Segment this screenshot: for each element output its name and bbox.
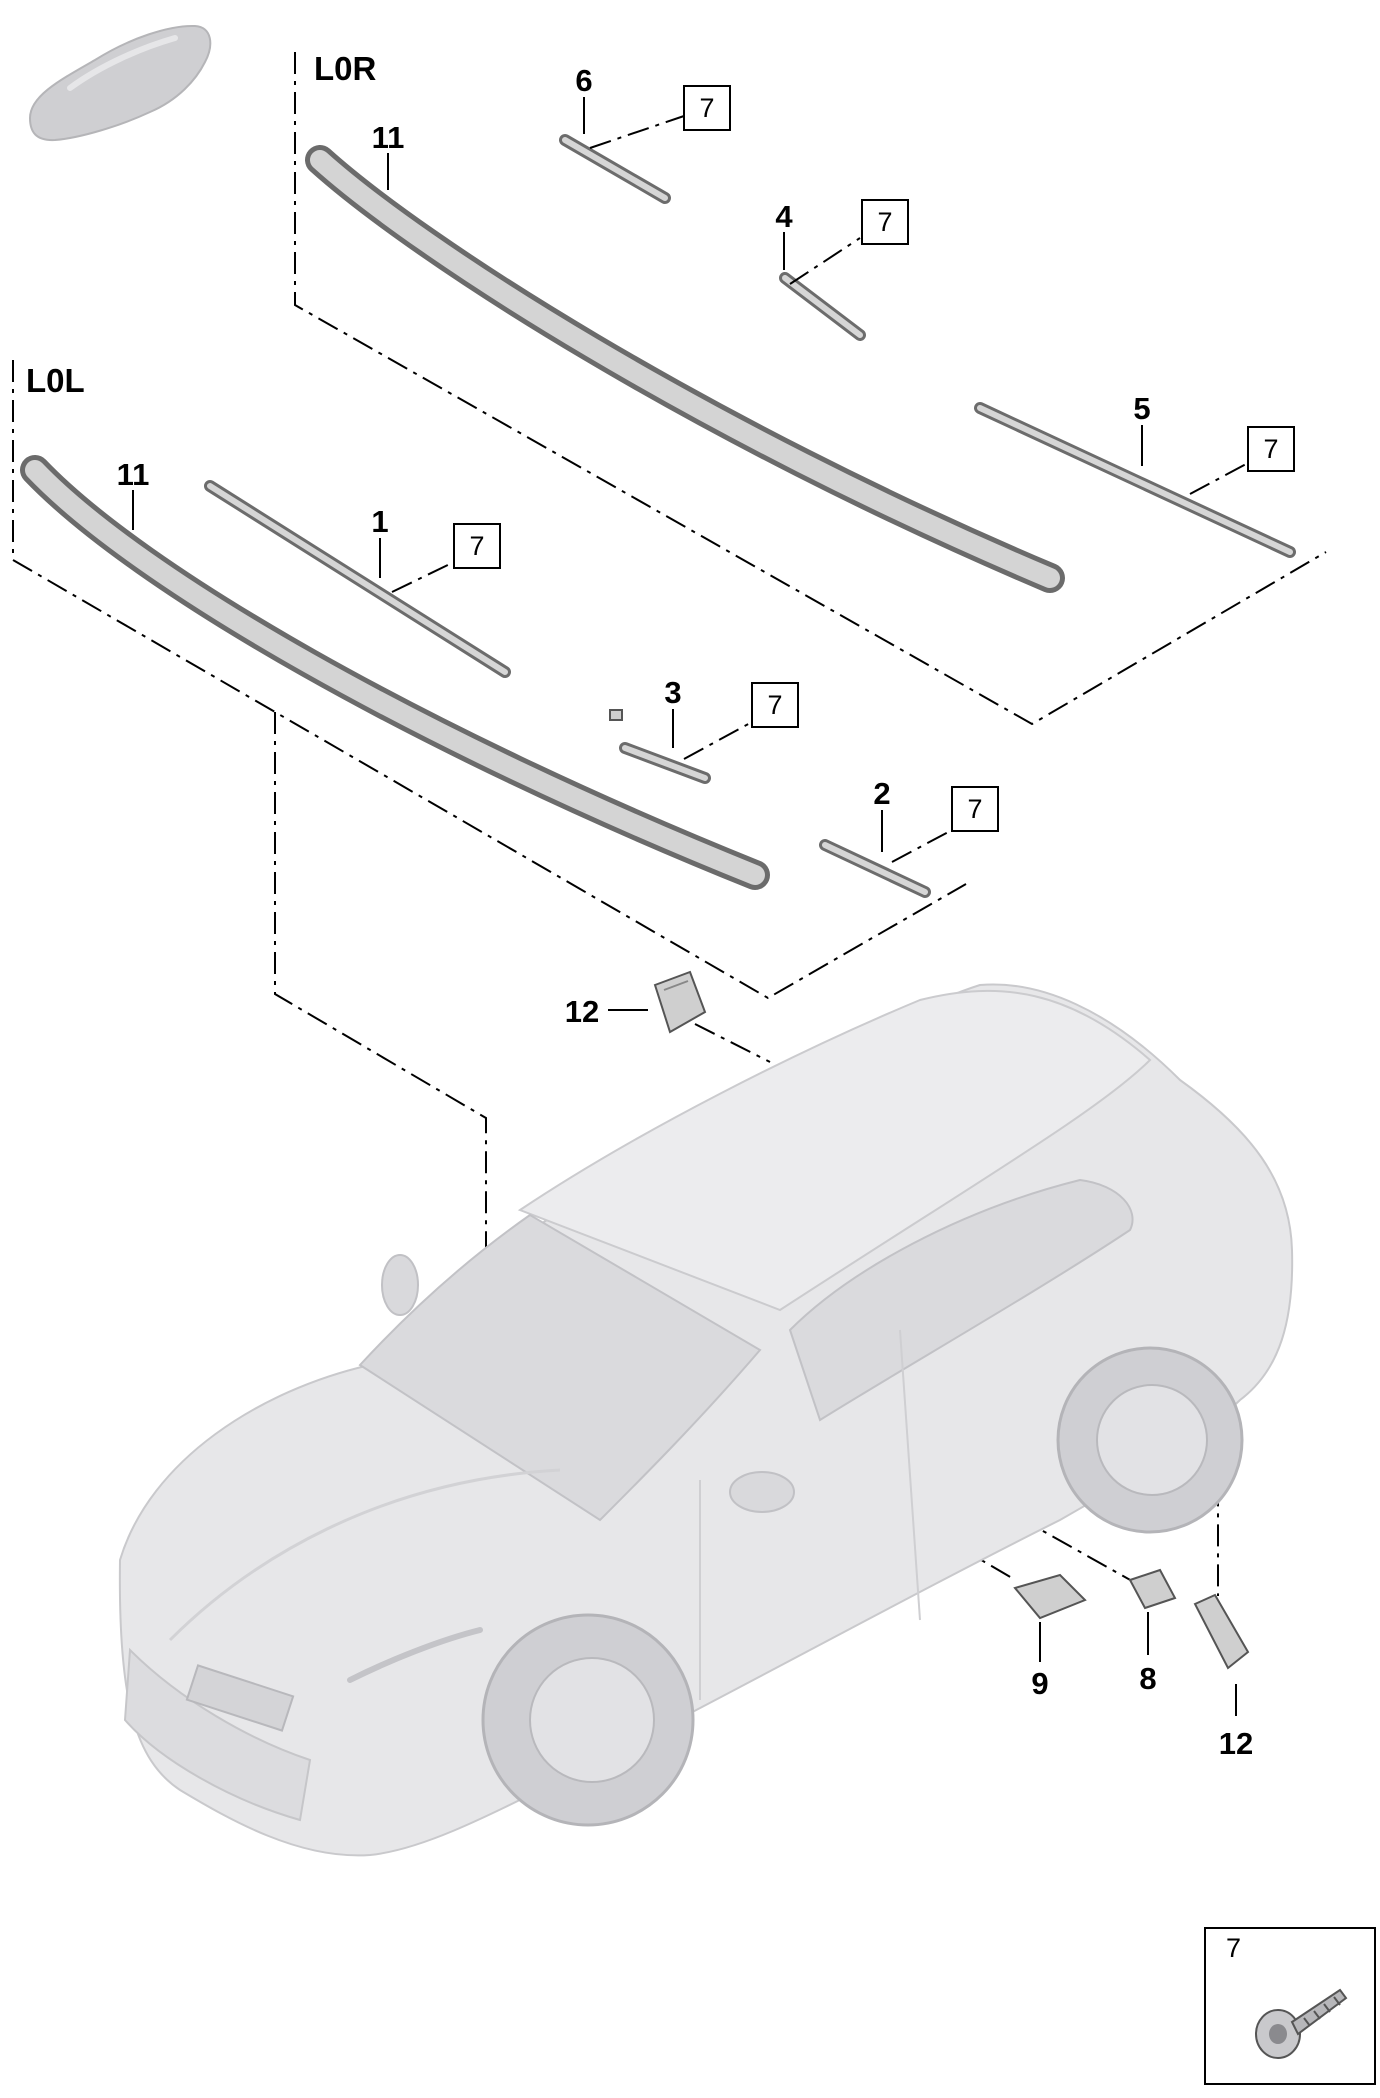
callout-12-top: 12: [565, 994, 599, 1029]
legend-box: 7: [1204, 1927, 1376, 2085]
part-12-bottom: [1193, 1593, 1250, 1670]
svg-text:7: 7: [877, 207, 892, 237]
callout-4: 4: [775, 199, 793, 234]
legend-number: 7: [1226, 1933, 1241, 1963]
ref-box-4: 7: [861, 199, 909, 245]
callout-12-bottom: 12: [1219, 1726, 1253, 1761]
group-label-right: L0R: [314, 50, 377, 87]
part-12-top: [653, 970, 707, 1034]
svg-text:7: 7: [767, 690, 782, 720]
group-label-left: L0L: [26, 362, 85, 399]
svg-text:7: 7: [1263, 434, 1278, 464]
callout-2: 2: [873, 776, 890, 811]
leader-lines: [132, 97, 1249, 1716]
part-9: [1013, 1573, 1087, 1620]
ref-box-3: 7: [751, 682, 799, 728]
callout-11-right: 11: [372, 120, 405, 155]
svg-text:7: 7: [469, 531, 484, 561]
bracket-4: [779, 272, 866, 341]
bracket-3: [609, 709, 711, 784]
bracket-1: [204, 480, 511, 678]
trim-strip-right: [305, 145, 1065, 593]
bracket-6: [559, 134, 671, 204]
callout-11-left: 11: [117, 457, 150, 492]
bracket-2: [819, 839, 931, 898]
ref-box-5: 7: [1247, 426, 1295, 472]
trim-strip-left: [20, 455, 770, 890]
callout-3: 3: [664, 675, 681, 710]
svg-text:7: 7: [967, 794, 982, 824]
ref-box-6: 7: [683, 85, 731, 131]
vehicle-illustration: [118, 983, 1294, 1857]
bracket-5: [974, 402, 1296, 558]
car-thumbnail-icon: [28, 24, 212, 142]
ref-box-1: 7: [453, 523, 501, 569]
callout-1: 1: [371, 504, 388, 539]
callout-5: 5: [1133, 391, 1150, 426]
callout-6: 6: [575, 63, 592, 98]
svg-text:7: 7: [699, 93, 714, 123]
callout-8: 8: [1139, 1661, 1156, 1696]
part-8: [1128, 1568, 1177, 1610]
ref-box-2: 7: [951, 786, 999, 832]
screw-icon: [1255, 1988, 1348, 2059]
callout-9: 9: [1031, 1666, 1048, 1701]
